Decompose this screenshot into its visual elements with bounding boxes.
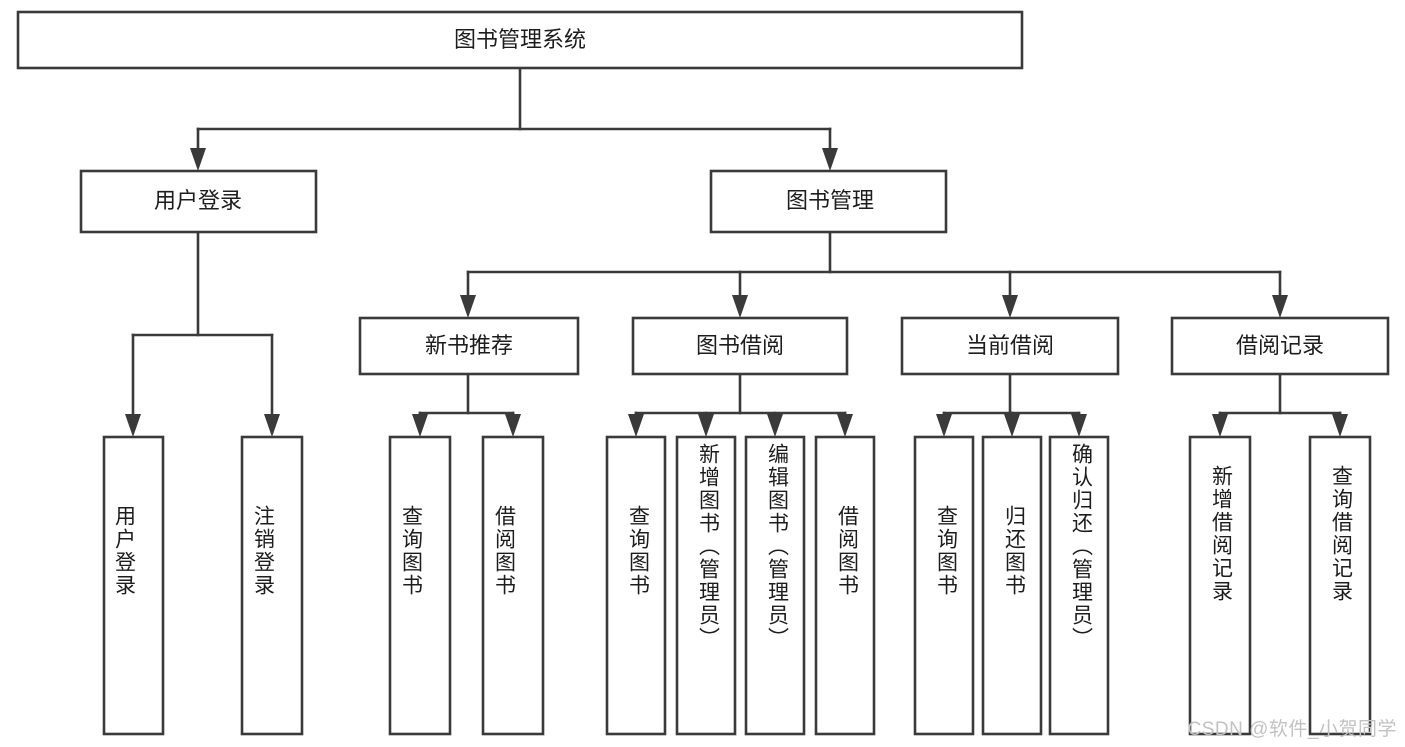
arrow-head-newbook-leaf-1 — [412, 414, 428, 437]
arrow-head-bookborrow-leaf-3 — [767, 414, 783, 437]
node-root-label: 图书管理系统 — [454, 27, 586, 52]
node-user-login-label: 用户登录 — [154, 188, 242, 213]
arrow-head-borrowrecord-leaf-1 — [1212, 414, 1228, 437]
node-leaf-add-book-admin[interactable] — [675, 435, 737, 736]
connector-group — [125, 66, 1348, 437]
arrow-head-currentborrow-leaf-2 — [1004, 414, 1020, 437]
node-current-borrow-label: 当前借阅 — [966, 333, 1054, 358]
arrow-head-book-manage — [822, 148, 838, 171]
node-book-management[interactable] — [709, 169, 948, 234]
node-current-borrow[interactable] — [900, 316, 1120, 376]
node-leaf-query-book-borrow[interactable] — [605, 435, 667, 736]
node-leaf-return-book[interactable] — [981, 435, 1043, 736]
node-leaf-borrow-book-recommend[interactable] — [481, 435, 545, 736]
node-leaf-borrow-book[interactable] — [814, 435, 876, 736]
arrow-head-borrowrecord-leaf-2 — [1332, 414, 1348, 437]
arrow-head-leaf-user-login — [125, 414, 141, 437]
node-leaf-query-borrow-record[interactable] — [1308, 435, 1372, 736]
arrow-head-bookborrow-leaf-1 — [628, 414, 644, 437]
node-leaf-query-book-recommend[interactable] — [388, 435, 452, 736]
arrow-head-new-book-recommend — [460, 295, 476, 318]
node-borrow-record[interactable] — [1170, 316, 1390, 376]
node-book-management-label: 图书管理 — [786, 188, 874, 213]
node-borrow-record-label: 借阅记录 — [1236, 333, 1324, 358]
node-leaf-logout[interactable] — [240, 435, 304, 736]
arrow-head-bookborrow-leaf-4 — [837, 414, 853, 437]
arrow-head-borrow-record — [1272, 295, 1288, 318]
arrow-head-newbook-leaf-2 — [505, 414, 521, 437]
node-user-login[interactable] — [79, 169, 318, 234]
node-book-borrow-label: 图书借阅 — [696, 333, 784, 358]
arrow-head-bookborrow-leaf-2 — [698, 414, 714, 437]
node-leaf-user-login[interactable] — [102, 435, 165, 736]
arrow-head-currentborrow-leaf-3 — [1071, 414, 1087, 437]
arrow-head-current-borrow — [1002, 295, 1018, 318]
arrow-head-user-login — [190, 148, 206, 171]
node-group: 图书管理系统 用户登录 图书管理 新书推荐 图书借阅 当前借阅 借阅记录 — [16, 10, 1390, 736]
node-new-book-recommend[interactable] — [358, 316, 580, 376]
node-leaf-edit-book-admin[interactable] — [744, 435, 806, 736]
node-new-book-recommend-label: 新书推荐 — [425, 333, 513, 358]
node-leaf-query-book-current[interactable] — [913, 435, 975, 736]
node-leaf-add-borrow-record[interactable] — [1188, 435, 1252, 736]
arrow-head-book-borrow — [732, 295, 748, 318]
node-root-book-management-system[interactable] — [16, 10, 1024, 70]
arrow-head-currentborrow-leaf-1 — [936, 414, 952, 437]
node-book-borrow[interactable] — [631, 316, 849, 376]
watermark-text: CSDN @软件_小贺同学 — [1187, 719, 1397, 740]
node-leaf-confirm-return-admin[interactable] — [1048, 435, 1110, 736]
arrow-head-leaf-logout — [264, 414, 280, 437]
